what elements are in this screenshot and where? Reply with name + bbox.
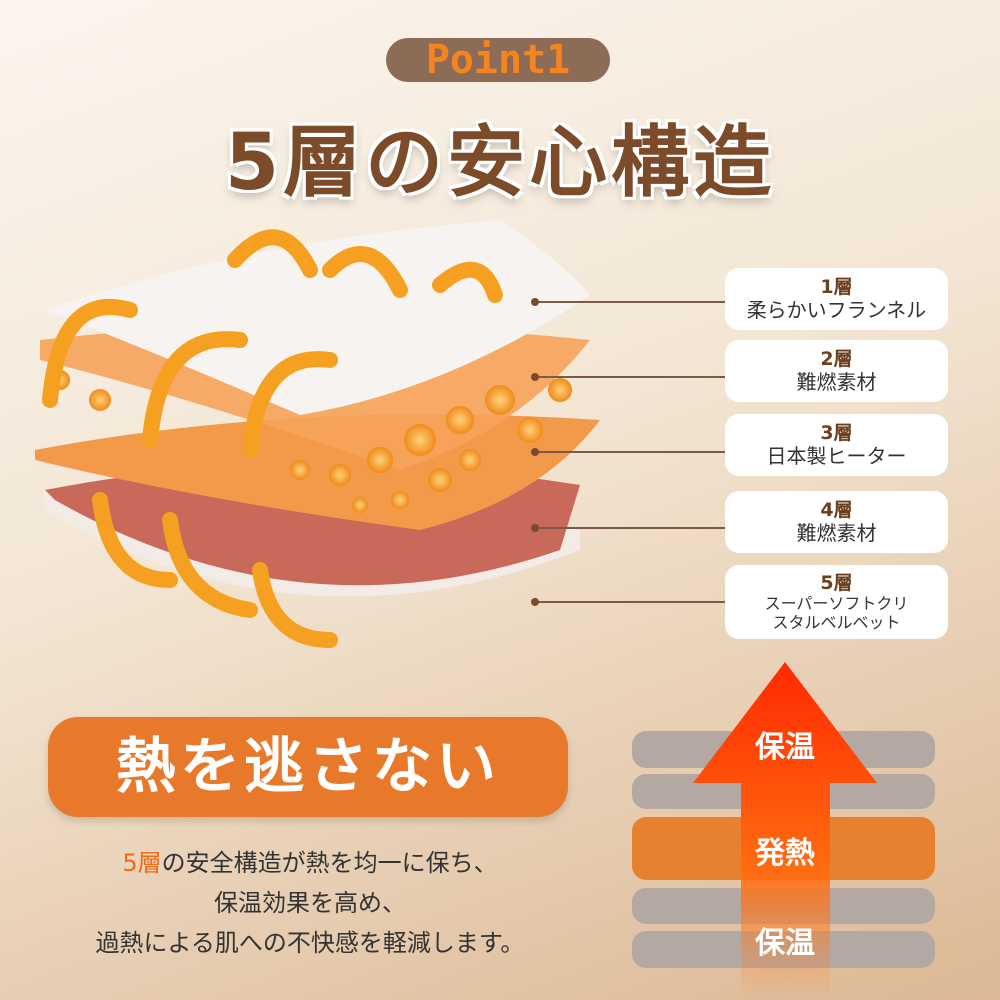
layer-number: 1層 xyxy=(820,276,853,298)
hero-banner: 熱を逃さない xyxy=(48,717,568,817)
highlight: 5層 xyxy=(122,849,162,877)
label-insulation-bottom: 保温 xyxy=(755,926,815,961)
layer-desc: 日本製ヒーター xyxy=(766,444,907,468)
connector-dot xyxy=(531,524,539,532)
layer-number: 4層 xyxy=(820,499,853,521)
description-line-3: 過熱による肌への不快感を軽減します。 xyxy=(95,929,525,957)
connector-dot xyxy=(531,373,539,381)
heat-up-arrow-icon xyxy=(693,662,877,1000)
point-badge: Point1 xyxy=(386,38,610,82)
description-line-2: 保温効果を高め、 xyxy=(214,889,406,917)
layer-number: 5層 xyxy=(820,572,853,594)
layer-desc-line2: スタルベルベット xyxy=(772,613,901,632)
layer-card-4: 4層 難燃素材 xyxy=(725,491,948,553)
connector-line xyxy=(535,376,725,378)
layer-desc: 難燃素材 xyxy=(796,521,877,545)
connector-dot xyxy=(531,298,539,306)
connector-line xyxy=(535,451,725,453)
layer-desc-line1: スーパーソフトクリ xyxy=(764,594,909,613)
description-text: の安全構造が熱を均一に保ち、 xyxy=(161,849,498,877)
label-insulation-top: 保温 xyxy=(755,730,815,765)
layer-desc: 柔らかいフランネル xyxy=(746,298,927,322)
connector-line xyxy=(535,301,725,303)
label-heating: 発熱 xyxy=(755,836,815,871)
connector-line xyxy=(535,601,725,603)
layer-number: 2層 xyxy=(820,348,853,370)
layer-card-2: 2層 難燃素材 xyxy=(725,340,948,402)
connector-dot xyxy=(531,448,539,456)
description-line-1: 5層の安全構造が熱を均一に保ち、 xyxy=(0,843,620,878)
connector-dot xyxy=(531,598,539,606)
layer-card-1: 1層 柔らかいフランネル xyxy=(725,268,948,330)
connector-line xyxy=(535,527,725,529)
page-title: 5層の安心構造 xyxy=(224,118,776,208)
layer-number: 3層 xyxy=(820,422,853,444)
layers-illustration xyxy=(35,220,600,648)
layer-card-5: 5層 スーパーソフトクリ スタルベルベット xyxy=(725,565,948,639)
layer-desc: 難燃素材 xyxy=(796,370,877,394)
layer-card-3: 3層 日本製ヒーター xyxy=(725,414,948,476)
